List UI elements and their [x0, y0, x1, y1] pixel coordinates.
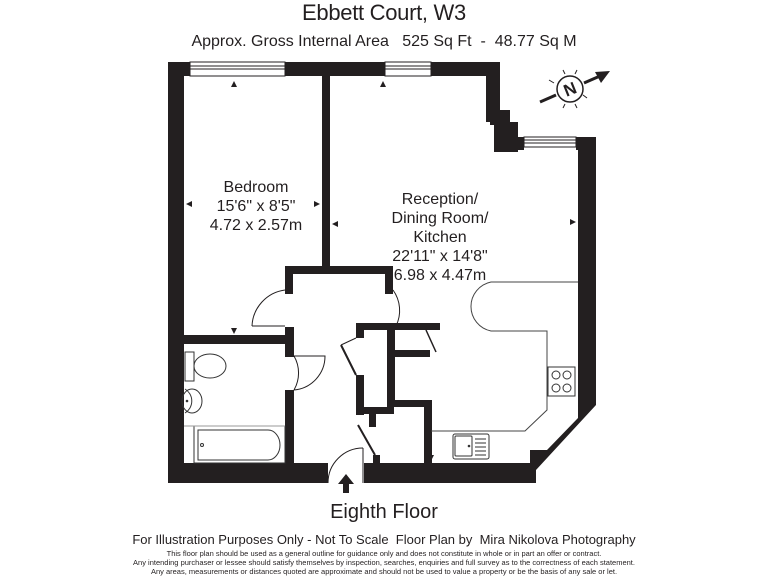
door-bedroom [251, 289, 286, 327]
kitchen-counter [431, 281, 578, 432]
area-label: Approx. Gross Internal Area [191, 33, 389, 50]
hob-icon [547, 366, 576, 397]
room-name-line1: Reception/ [401, 191, 479, 208]
room-dimensions-metric: 6.98 x 4.47m [393, 267, 487, 284]
north-compass-icon: N [539, 69, 610, 109]
room-reception-dining-kitchen: Reception/ Dining Room/ Kitchen 22'11" x… [370, 190, 510, 285]
sink-icon [452, 433, 490, 460]
room-bedroom: Bedroom 15'6" x 8'5" 4.72 x 2.57m [196, 178, 316, 235]
measurement-markers [186, 81, 576, 461]
room-name: Bedroom [223, 179, 289, 196]
bath-icon [193, 425, 286, 464]
toilet-icon [184, 351, 227, 382]
basin-icon [181, 388, 203, 414]
doors [251, 289, 437, 484]
area-summary: Approx. Gross Internal Area 525 Sq Ft - … [0, 32, 768, 52]
windows [189, 61, 577, 148]
area-separator: - [480, 33, 486, 50]
entrance-arrow-icon [338, 474, 354, 493]
room-dimensions-imperial: 15'6" x 8'5" [216, 198, 296, 215]
footer-credit: For Illustration Purposes Only - Not To … [132, 532, 636, 547]
door-reception [385, 289, 401, 327]
floor-label: Eighth Floor [330, 501, 438, 523]
room-name-line2: Dining Room/ [391, 210, 489, 227]
door-entrance [327, 447, 364, 484]
room-name-line3: Kitchen [413, 229, 467, 246]
area-sqft: 525 Sq Ft [402, 33, 472, 50]
door-bathroom [293, 355, 326, 391]
property-title: Ebbett Court, W3 [302, 0, 466, 25]
walls [168, 62, 596, 483]
window-kitchen [523, 136, 577, 148]
room-dimensions-metric: 4.72 x 2.57m [209, 217, 303, 234]
area-sqm: 48.77 Sq M [494, 33, 577, 50]
disclaimer-line-2: Any intending purchaser or lessee should… [133, 558, 635, 567]
room-dimensions-imperial: 22'11" x 14'8" [392, 248, 488, 265]
disclaimer-line-3: Any areas, measurements or distances quo… [150, 567, 618, 576]
disclaimer-line-1: This floor plan should be used as a gene… [166, 549, 602, 558]
